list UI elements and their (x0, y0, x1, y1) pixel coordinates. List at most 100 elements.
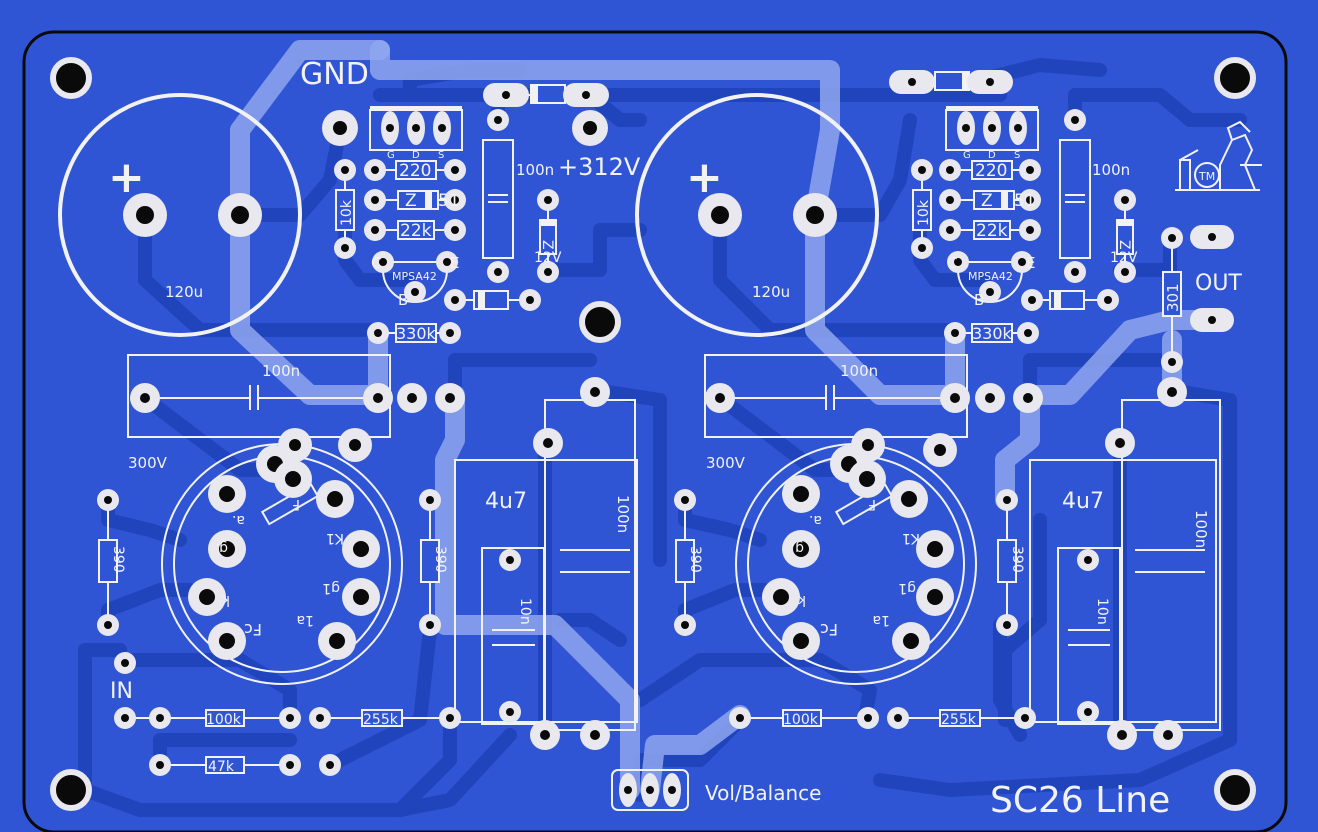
pad-hole (582, 91, 590, 99)
pad-hole (506, 708, 514, 716)
pad-hole (231, 206, 249, 224)
voltage-right-label: 300V (706, 454, 746, 472)
pad-hole (1026, 196, 1034, 204)
r-390-left-a-label: 390 (110, 546, 126, 573)
zener-51-right-label: Z (981, 191, 993, 211)
pad-hole (199, 589, 215, 605)
pad-hole (681, 621, 689, 629)
pad-hole (1014, 124, 1022, 132)
pad-hole (286, 714, 294, 722)
fet-g-left: G (387, 150, 395, 161)
cap-plus-right: + (686, 152, 723, 203)
pad-hole (451, 166, 459, 174)
gnd-label: GND (300, 57, 369, 92)
tube-right-pin-k1: K1 (902, 530, 920, 546)
tube-left-pin-k1: K1 (326, 530, 344, 546)
pad-hole (1003, 496, 1011, 504)
r-330k-left-label: 330k (396, 324, 437, 343)
pad-hole (451, 226, 459, 234)
pad-hole (1208, 316, 1216, 324)
cap-10n-left-label: 10n (517, 598, 533, 625)
pad-hole (1168, 358, 1176, 366)
zener-12-left-value: 12V (534, 250, 562, 266)
pad-hole (986, 288, 994, 296)
tube-right-pin-f: F (868, 496, 876, 512)
pad-hole (540, 730, 550, 740)
r-100k-left-label: 100k (206, 712, 242, 728)
pad-hole (494, 116, 502, 124)
pad-hole (668, 786, 676, 794)
pad-hole (918, 244, 926, 252)
pad-hole (371, 226, 379, 234)
r-301-label: 301 (1164, 283, 1182, 312)
fet-s-left: S (438, 150, 444, 161)
cap-4u7-right-label: 4u7 (1062, 489, 1104, 514)
vol-balance-label: Vol/Balance (705, 781, 821, 805)
diode-bands (425, 72, 1133, 309)
pad-hole (590, 730, 600, 740)
pad-hole (1115, 438, 1125, 448)
transistor-left-label: MPSA42 (392, 270, 437, 283)
mounting-holes (50, 57, 1256, 811)
pad-hole (859, 471, 875, 487)
cap-120u-right-label: 120u (752, 283, 790, 301)
pad-hole (316, 714, 324, 722)
cap-plus-left: + (108, 152, 145, 203)
pad-hole (349, 439, 361, 451)
pad-hole (506, 556, 514, 564)
pad-hole (426, 496, 434, 504)
pad-hole (1168, 234, 1176, 242)
pad-hole (327, 491, 343, 507)
pad-hole (104, 496, 112, 504)
pad-hole (386, 124, 394, 132)
pad-hole (736, 714, 744, 722)
cap-100n-mid-right-label: 100n (840, 362, 878, 380)
r-330k-right-label: 330k (972, 324, 1013, 343)
pad-hole (121, 714, 129, 722)
r-47k-left-label: 47k (208, 759, 235, 775)
pad-hole (445, 393, 455, 403)
r-220-right-label: 220 (975, 161, 1007, 181)
cap-120u-left-outline (58, 93, 302, 337)
tr-c-right: C (947, 254, 957, 272)
pad-hole (407, 393, 417, 403)
pad-hole (219, 541, 235, 557)
r-10k-left-label: 10k (339, 199, 355, 226)
pad-hole (773, 589, 789, 605)
pad-hole (379, 258, 387, 266)
logo-text: TM (1198, 170, 1215, 183)
out-label: OUT (1195, 271, 1242, 296)
r-390-right-b-label: 390 (1009, 546, 1025, 573)
tube-left-pin-a: a. (232, 512, 245, 528)
pad-hole (443, 258, 451, 266)
zener-12-left-label: Z (539, 240, 555, 250)
pad-hole (446, 329, 454, 337)
pad-hole (894, 714, 902, 722)
pad-hole (985, 393, 995, 403)
r-390-left-b-label: 390 (432, 546, 448, 573)
pad-hole (715, 393, 725, 403)
fet-s-right: S (1014, 150, 1020, 161)
cap-100n-top-left-label: 100n (516, 161, 554, 179)
tube-right-pin-g: g. (791, 540, 804, 556)
pad-hole (353, 541, 369, 557)
pad-hole (946, 226, 954, 234)
pad-hole (1024, 329, 1032, 337)
pad-hole (121, 659, 129, 667)
pad-hole (1121, 196, 1129, 204)
pad-hole (903, 633, 919, 649)
cap-4u7-left-label: 4u7 (485, 489, 527, 514)
pad-hole (353, 589, 369, 605)
pad-hole (793, 633, 809, 649)
pad-hole (1071, 116, 1079, 124)
tr-e-right: E (1026, 254, 1035, 272)
pad-hole (927, 589, 943, 605)
cap-100n-v-left-label: 100n (614, 495, 632, 533)
pad-hole (1104, 296, 1112, 304)
pad-hole (1003, 621, 1011, 629)
cap-100n-mid-left-label: 100n (262, 362, 300, 380)
pad-hole (412, 124, 420, 132)
pad-hole (1026, 226, 1034, 234)
pad-hole (289, 439, 301, 451)
pad-hole (646, 786, 654, 794)
